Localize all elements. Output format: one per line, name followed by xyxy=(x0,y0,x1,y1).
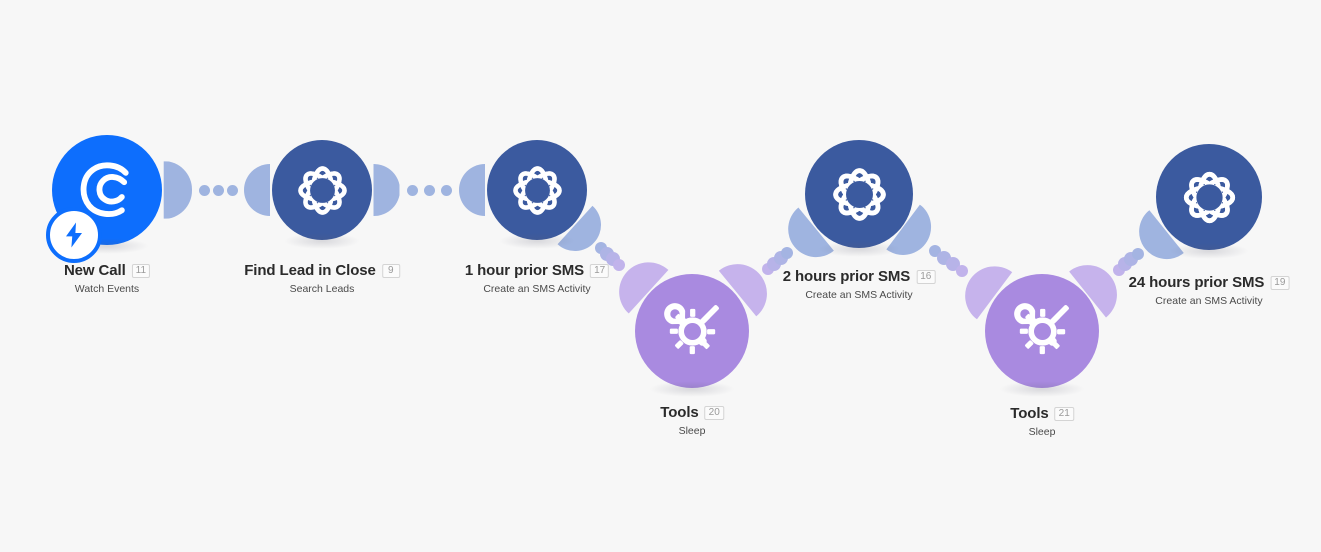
node-circle-one-hour-prior-sms[interactable] xyxy=(487,140,587,249)
node-id-badge-tools-sleep-20: 20 xyxy=(704,405,724,420)
node-id-badge-one-hour-prior-sms: 17 xyxy=(590,263,610,278)
node-circle-two-hours-prior-sms[interactable] xyxy=(805,140,913,257)
conn-tools-21-to-24h-sms-dot xyxy=(1131,248,1144,261)
node-title-two-hours-prior-sms: 2 hours prior SMS xyxy=(782,268,911,285)
close-module-atom-icon xyxy=(297,165,347,215)
node-circle-tools-sleep-20[interactable] xyxy=(635,274,749,397)
node-title-row-one-hour-prior-sms: 1 hour prior SMS 17 xyxy=(464,262,610,279)
node-title-find-lead-in-close: Find Lead in Close xyxy=(244,262,376,279)
node-subtitle-one-hour-prior-sms: Create an SMS Activity xyxy=(483,283,591,295)
conn-new-call-to-find-lead-dot xyxy=(199,184,211,196)
node-subtitle-twentyfour-hours-prior-sms: Create an SMS Activity xyxy=(1155,295,1263,307)
tools-wrench-screwdriver-icon xyxy=(1013,302,1069,354)
node-subtitle-tools-sleep-21: Sleep xyxy=(1028,426,1056,438)
node-subtitle-tools-sleep-20: Sleep xyxy=(678,425,706,437)
node-title-new-call: New Call xyxy=(63,262,126,279)
node-circle-tools-sleep-21[interactable] xyxy=(985,274,1099,397)
node-title-twentyfour-hours-prior-sms: 24 hours prior SMS xyxy=(1128,274,1265,291)
node-title-row-tools-sleep-20: Tools 20 xyxy=(660,405,724,420)
node-title-row-new-call: New Call 11 xyxy=(63,262,151,279)
node-title-tools-sleep-20: Tools xyxy=(660,404,699,421)
node-title-row-tools-sleep-21: Tools 21 xyxy=(1010,406,1074,421)
close-crm-logo-icon xyxy=(80,162,129,217)
node-subtitle-two-hours-prior-sms: Create an SMS Activity xyxy=(805,289,913,301)
node-id-badge-two-hours-prior-sms: 16 xyxy=(916,269,936,284)
close-module-atom-icon xyxy=(512,165,562,215)
node-circle-find-lead-in-close[interactable] xyxy=(272,140,372,249)
close-module-atom-icon xyxy=(1183,171,1235,223)
lightning-bolt-icon xyxy=(66,222,82,247)
node-title-row-twentyfour-hours-prior-sms: 24 hours prior SMS 19 xyxy=(1129,275,1290,290)
conn-2h-sms-to-tools-21-dot xyxy=(956,265,969,278)
node-id-badge-tools-sleep-21: 21 xyxy=(1054,406,1074,421)
node-id-badge-twentyfour-hours-prior-sms: 19 xyxy=(1270,275,1290,290)
node-title-one-hour-prior-sms: 1 hour prior SMS xyxy=(464,262,585,279)
trigger-badge-new-call xyxy=(46,206,102,263)
conn-find-lead-to-1h-sms-dot xyxy=(424,184,435,196)
node-subtitle-new-call: Watch Events xyxy=(74,283,140,295)
tools-wrench-screwdriver-icon xyxy=(663,302,719,354)
conn-find-lead-to-1h-sms-dot xyxy=(407,184,419,196)
conn-1h-sms-to-tools-20-dot xyxy=(613,258,626,271)
conn-find-lead-to-1h-sms-dot xyxy=(440,184,452,196)
node-subtitle-find-lead-in-close: Search Leads xyxy=(289,283,355,295)
node-id-badge-new-call: 11 xyxy=(131,263,151,278)
node-title-tools-sleep-21: Tools xyxy=(1010,405,1049,422)
node-circle-twentyfour-hours-prior-sms[interactable] xyxy=(1156,144,1262,259)
node-title-row-find-lead-in-close: Find Lead in Close 9 xyxy=(244,263,400,278)
conn-new-call-to-find-lead-dot xyxy=(227,184,239,196)
node-title-row-two-hours-prior-sms: 2 hours prior SMS 16 xyxy=(783,269,936,284)
conn-tools-20-to-2h-sms-dot xyxy=(780,247,793,260)
close-module-atom-icon xyxy=(832,167,886,221)
node-id-badge-find-lead-in-close: 9 xyxy=(381,263,400,278)
conn-new-call-to-find-lead-dot xyxy=(213,184,225,196)
